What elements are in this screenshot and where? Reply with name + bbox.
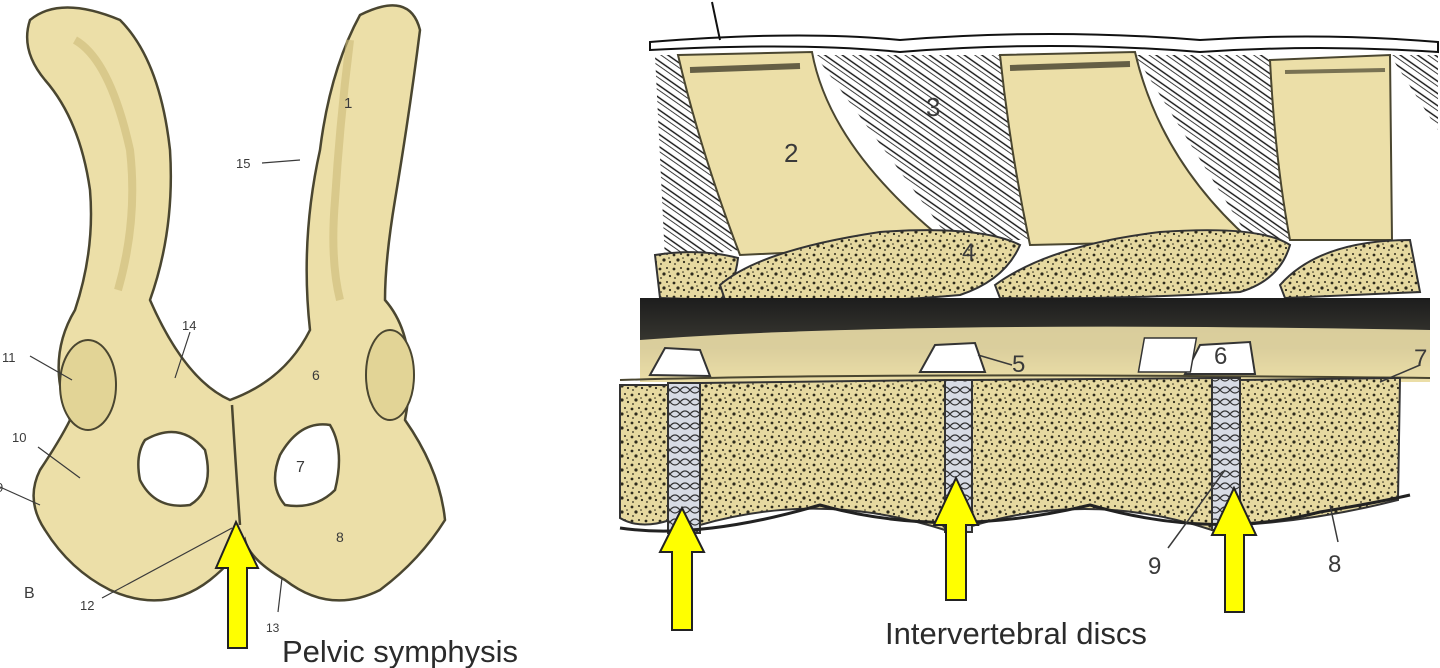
spine-label-7: 7 (1414, 345, 1427, 372)
vertebral-column-illustration: 2 3 4 5 6 7 8 9 Intervertebral discs (619, 1, 1439, 651)
spine-label-5: 5 (1012, 351, 1025, 378)
vertebral-body-2 (971, 376, 1213, 532)
pelvic-symphysis-arrow (214, 519, 260, 649)
acetabulum-left (59, 339, 117, 431)
vertebral-arch-2 (993, 229, 1292, 300)
foramen-1 (648, 346, 712, 378)
vertebral-arch-3 (1278, 238, 1422, 300)
pelvis-label-9: 9 (0, 480, 3, 495)
intervertebral-disc-1 (667, 382, 701, 534)
intervertebral-discs-caption: Intervertebral discs (885, 616, 1147, 651)
pelvic-symphysis-line (230, 404, 242, 526)
pelvis-label-6: 6 (312, 367, 320, 383)
pelvis-view-label: B (24, 585, 35, 602)
foramen-2 (918, 341, 987, 373)
pelvis-bone (25, 4, 447, 602)
vertebral-body-1 (699, 378, 946, 532)
intervertebral-disc-arrow-1 (658, 505, 706, 631)
spine-label-8: 8 (1328, 551, 1341, 578)
spine-label-3: 3 (926, 92, 940, 122)
interspinous-muscle-3 (1135, 55, 1290, 240)
pelvis-illustration: 1 15 14 6 11 10 9 7 8 12 13 B Pelvic sym… (0, 4, 518, 668)
pelvic-symphysis-caption: Pelvic symphysis (282, 634, 518, 668)
spine-label-9: 9 (1148, 553, 1161, 580)
pelvis-label-12: 12 (80, 598, 94, 613)
acetabulum-right (365, 329, 415, 421)
pelvis-label-15: 15 (236, 156, 250, 171)
vertebral-body-0 (619, 384, 672, 526)
pelvis-label-7: 7 (296, 459, 305, 476)
obturator-foramen-left (137, 430, 210, 507)
interspinous-muscle-1 (655, 55, 740, 260)
obturator-foramen-right (273, 423, 341, 508)
spine-label-4: 4 (962, 239, 975, 266)
foramen-3 (1183, 340, 1257, 375)
pelvis-label-1: 1 (344, 95, 352, 112)
spinous-process-3 (1268, 53, 1394, 241)
pelvis-label-11: 11 (2, 350, 16, 365)
spine-label-2: 2 (784, 138, 798, 168)
pelvis-label-14: 14 (182, 318, 196, 333)
spine-label-6: 6 (1214, 343, 1227, 370)
pelvis-label-10: 10 (12, 430, 26, 445)
intervertebral-disc-arrow-2 (932, 475, 980, 601)
pelvis-label-13: 13 (266, 621, 280, 635)
pelvis-label-8: 8 (336, 529, 344, 545)
intervertebral-disc-arrow-3 (1210, 485, 1258, 613)
interspinous-muscle-2 (815, 55, 1030, 240)
